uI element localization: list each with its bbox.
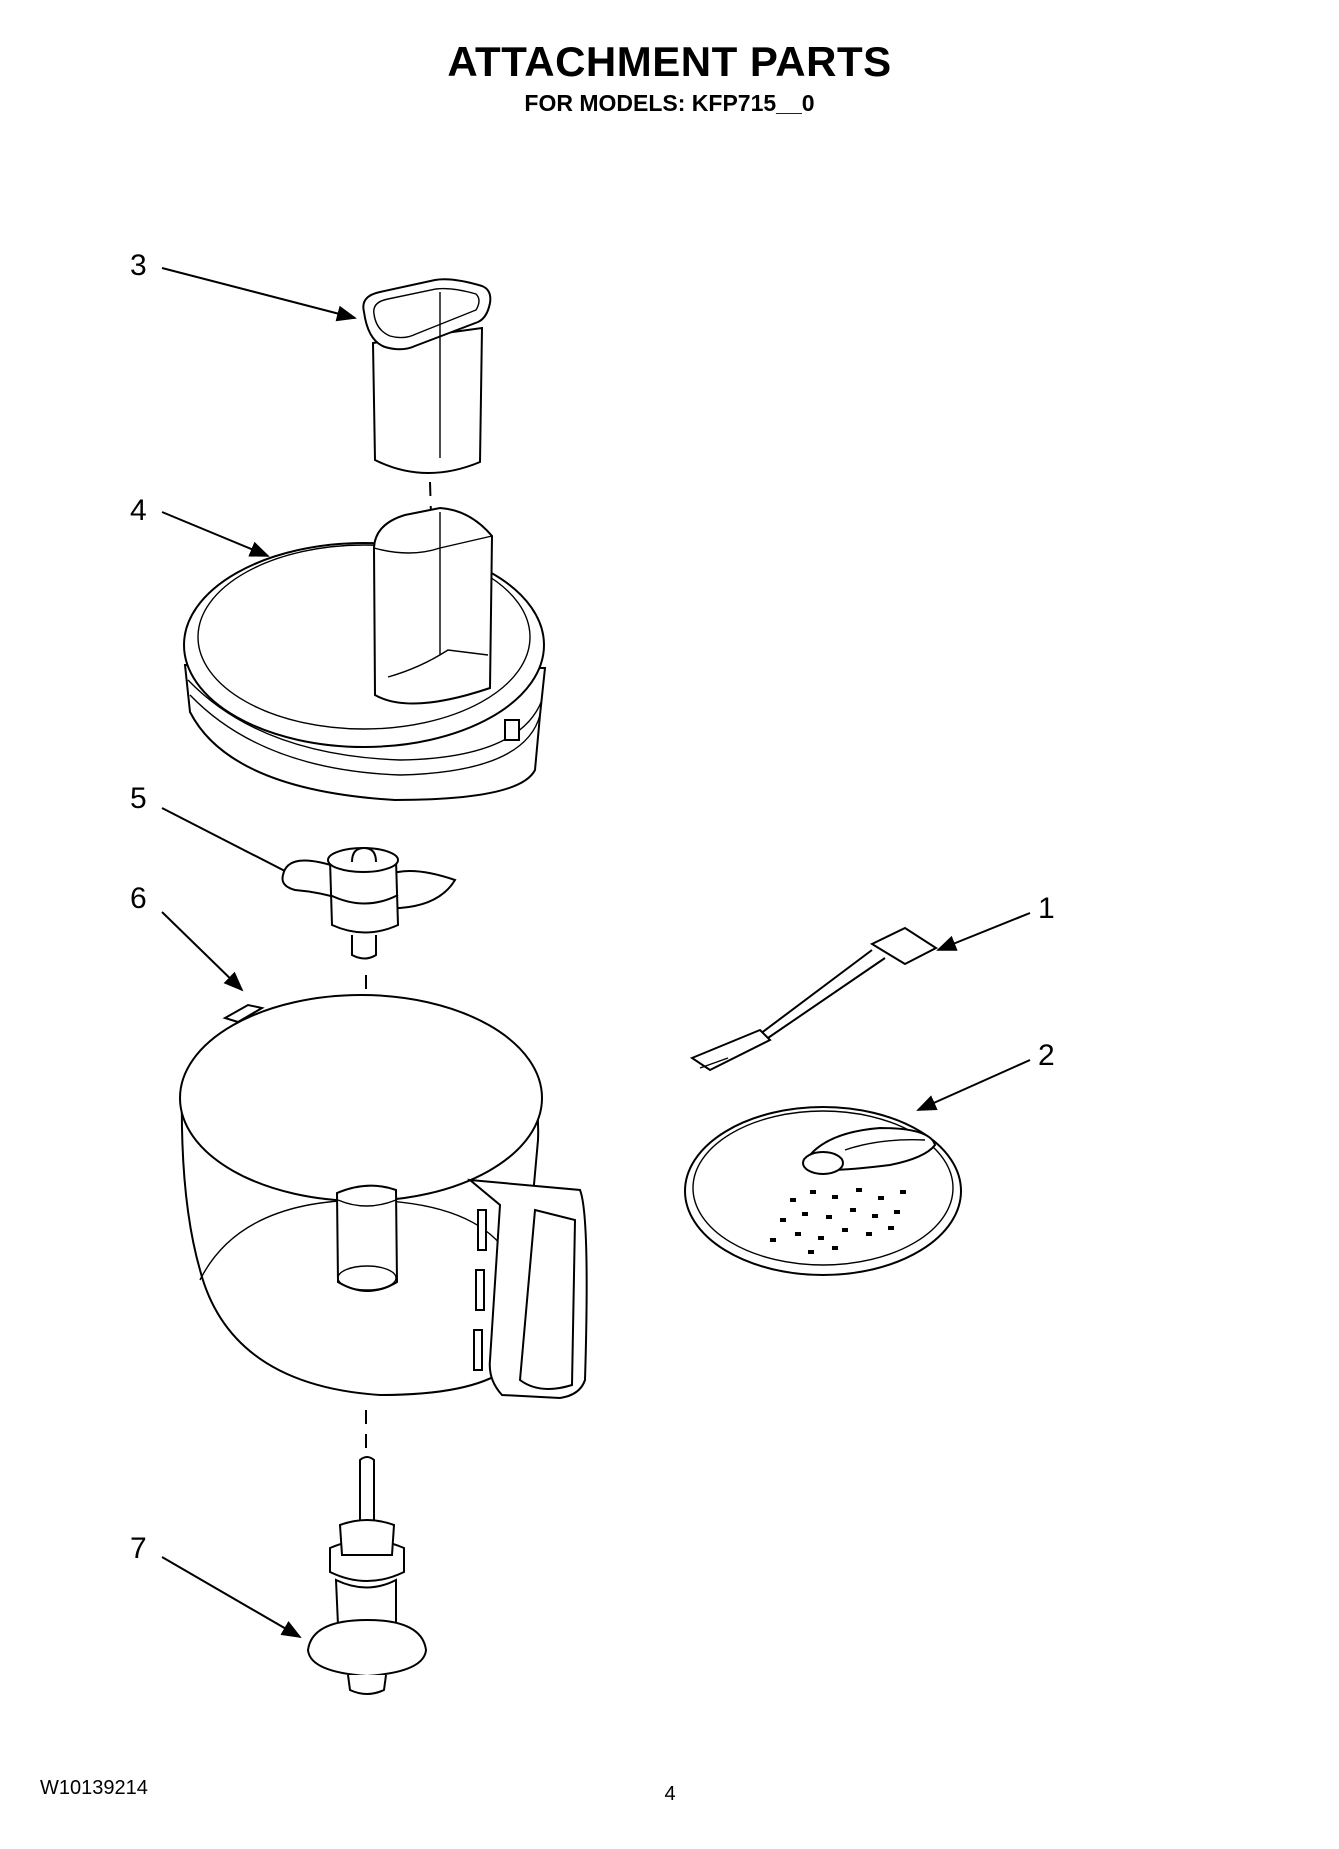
- leader-4: [161, 511, 270, 557]
- leader-1: [936, 912, 1031, 951]
- callout-3: 3: [130, 249, 147, 282]
- callout-5: 5: [130, 782, 147, 815]
- leader-6: [161, 911, 244, 992]
- leader-3: [161, 267, 357, 322]
- callout-1: 1: [1038, 892, 1055, 925]
- page-title: ATTACHMENT PARTS: [447, 38, 892, 85]
- part-4-cover: [183, 506, 547, 802]
- part-5-blade: [281, 846, 457, 960]
- leader-2: [916, 1059, 1031, 1111]
- callout-4: 4: [130, 494, 147, 527]
- part-2-disc: [684, 1106, 962, 1276]
- part-3-small-pusher: [362, 278, 492, 474]
- model-subtitle: FOR MODELS: KFP715__0: [524, 90, 815, 116]
- document-number: W10139214: [40, 1777, 148, 1799]
- callout-2: 2: [1038, 1039, 1055, 1072]
- part-1-tool: [689, 926, 938, 1072]
- callout-6: 6: [130, 882, 147, 915]
- part-6-work-bowl: [179, 994, 588, 1400]
- part-7-drive-adapter: [306, 1456, 428, 1695]
- leader-7: [161, 1556, 302, 1639]
- callout-7: 7: [130, 1532, 147, 1565]
- page-number: 4: [664, 1783, 676, 1805]
